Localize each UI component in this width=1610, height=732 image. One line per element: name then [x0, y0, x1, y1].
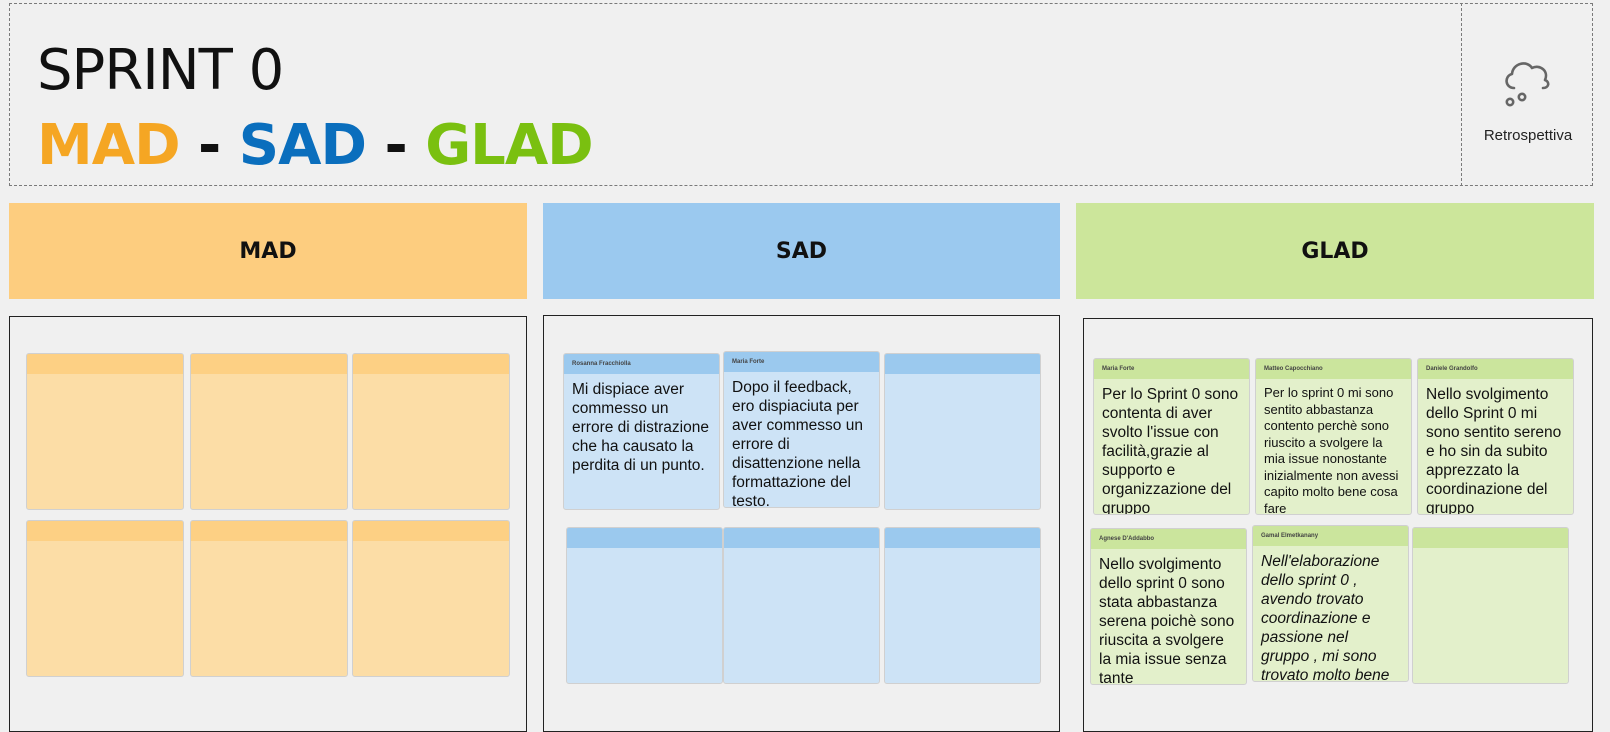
- note-text: Per lo Sprint 0 sono contenta di aver sv…: [1102, 386, 1239, 515]
- sticky-note-mad[interactable]: [190, 520, 348, 677]
- header-divider: [1461, 3, 1462, 186]
- note-author: [885, 354, 1040, 374]
- note-text: Per lo sprint 0 mi sono sentito abbastan…: [1264, 385, 1399, 515]
- note-text: [567, 548, 722, 554]
- subtitle-separator: -: [179, 113, 239, 178]
- note-text: [353, 541, 509, 547]
- note-text: Nell'elaborazione dello sprint 0 , avend…: [1261, 553, 1390, 682]
- note-author: Daniele Grandolfo: [1418, 359, 1573, 379]
- sticky-note-sad[interactable]: [566, 527, 723, 684]
- note-text: [27, 541, 183, 547]
- note-author: Maria Forte: [724, 352, 879, 372]
- note-text: [353, 374, 509, 380]
- sticky-note-sad[interactable]: Rosanna Fracchiolla Mi dispiace aver com…: [563, 353, 720, 510]
- note-author: [191, 521, 347, 541]
- note-author: Maria Forte: [1094, 359, 1249, 379]
- note-author: Matteo Capocchiano: [1256, 359, 1411, 379]
- note-text: [1413, 548, 1568, 554]
- note-text: [191, 541, 347, 547]
- note-author: [567, 528, 722, 548]
- sticky-note-glad[interactable]: Maria Forte Per lo Sprint 0 sono content…: [1093, 358, 1250, 515]
- subtitle-separator: -: [365, 113, 426, 178]
- sticky-note-mad[interactable]: [190, 353, 348, 510]
- sticky-note-mad[interactable]: [26, 520, 184, 677]
- note-author: [885, 528, 1040, 548]
- sticky-note-glad[interactable]: Daniele Grandolfo Nello svolgimento dell…: [1417, 358, 1574, 515]
- board-header: [9, 3, 1593, 186]
- note-text: [724, 548, 879, 554]
- note-text: Nello svolgimento dello Sprint 0 mi sono…: [1426, 386, 1562, 515]
- note-author: Agnese D'Addabbo: [1091, 529, 1246, 549]
- sticky-note-mad[interactable]: [352, 520, 510, 677]
- column-header-glad: GLAD: [1076, 203, 1594, 299]
- sticky-note-sad[interactable]: [884, 527, 1041, 684]
- sticky-note-sad[interactable]: [723, 527, 880, 684]
- page-subtitle: MAD - SAD - GLAD: [37, 113, 594, 178]
- note-author: [1413, 528, 1568, 548]
- note-author: [27, 354, 183, 374]
- retrospective-label[interactable]: Retrospettiva: [1483, 127, 1573, 144]
- note-text: Mi dispiace aver commesso un errore di d…: [572, 381, 709, 474]
- sticky-note-mad[interactable]: [352, 353, 510, 510]
- column-header-mad: MAD: [9, 203, 527, 299]
- sticky-note-glad[interactable]: [1412, 527, 1569, 684]
- sticky-note-mad[interactable]: [26, 353, 184, 510]
- sticky-note-glad[interactable]: Gamal Elmetkanany Nell'elaborazione dell…: [1252, 525, 1409, 682]
- subtitle-mad: MAD: [37, 113, 181, 178]
- page-title: SPRINT 0: [37, 38, 284, 103]
- note-author: Gamal Elmetkanany: [1253, 526, 1408, 546]
- sticky-note-glad[interactable]: Agnese D'Addabbo Nello svolgimento dello…: [1090, 528, 1247, 685]
- column-header-sad: SAD: [543, 203, 1060, 299]
- note-author: [191, 354, 347, 374]
- note-author: [724, 528, 879, 548]
- sticky-note-sad[interactable]: Maria Forte Dopo il feedback, ero dispia…: [723, 351, 880, 508]
- note-text: [885, 374, 1040, 380]
- note-author: [27, 521, 183, 541]
- note-text: Dopo il feedback, ero dispiaciuta per av…: [732, 379, 863, 508]
- sticky-note-sad[interactable]: [884, 353, 1041, 510]
- note-author: Rosanna Fracchiolla: [564, 354, 719, 374]
- subtitle-glad: GLAD: [425, 113, 593, 178]
- note-text: [191, 374, 347, 380]
- note-text: [27, 374, 183, 380]
- sticky-note-glad[interactable]: Matteo Capocchiano Per lo sprint 0 mi so…: [1255, 358, 1412, 515]
- note-text: Nello svolgimento dello sprint 0 sono st…: [1099, 556, 1235, 685]
- note-author: [353, 521, 509, 541]
- note-author: [353, 354, 509, 374]
- subtitle-sad: SAD: [238, 113, 367, 178]
- cloud-hail-icon[interactable]: [1500, 55, 1552, 111]
- note-text: [885, 548, 1040, 554]
